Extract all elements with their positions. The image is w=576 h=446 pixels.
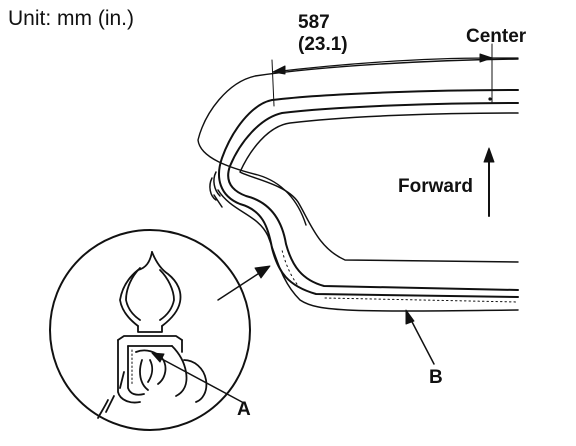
seal-inner-line xyxy=(227,102,519,291)
flange-line xyxy=(239,112,519,263)
detail-leader-line xyxy=(217,269,265,301)
center-label: Center xyxy=(466,26,527,47)
lid-outline xyxy=(197,58,519,226)
unit-label: Unit: mm (in.) xyxy=(8,7,134,30)
detail-leader-arrowhead xyxy=(254,265,271,279)
leader-a-arrowhead xyxy=(151,352,165,363)
dimension-arrowhead-left xyxy=(272,65,286,75)
dimension-line xyxy=(272,57,519,73)
forward-label: Forward xyxy=(398,176,473,197)
leader-b-arrowhead xyxy=(405,309,415,325)
leader-a xyxy=(159,357,243,403)
forward-arrowhead xyxy=(483,147,495,163)
dimension-arrowhead-right xyxy=(479,53,493,63)
detail-circle xyxy=(49,229,251,431)
center-mark xyxy=(488,97,492,101)
body-lower-edge xyxy=(217,189,519,312)
dimension-mm-label: 587 xyxy=(298,12,330,33)
leader-b xyxy=(409,317,435,365)
callout-a-label: A xyxy=(237,399,251,420)
seal-hatching xyxy=(324,297,519,303)
callout-b-label: B xyxy=(429,367,443,388)
dimension-inch-label: (23.1) xyxy=(298,34,348,55)
weatherstrip-section-detail xyxy=(97,251,208,419)
dimension-extension-left xyxy=(271,59,275,107)
seal-end-lip xyxy=(209,171,223,208)
